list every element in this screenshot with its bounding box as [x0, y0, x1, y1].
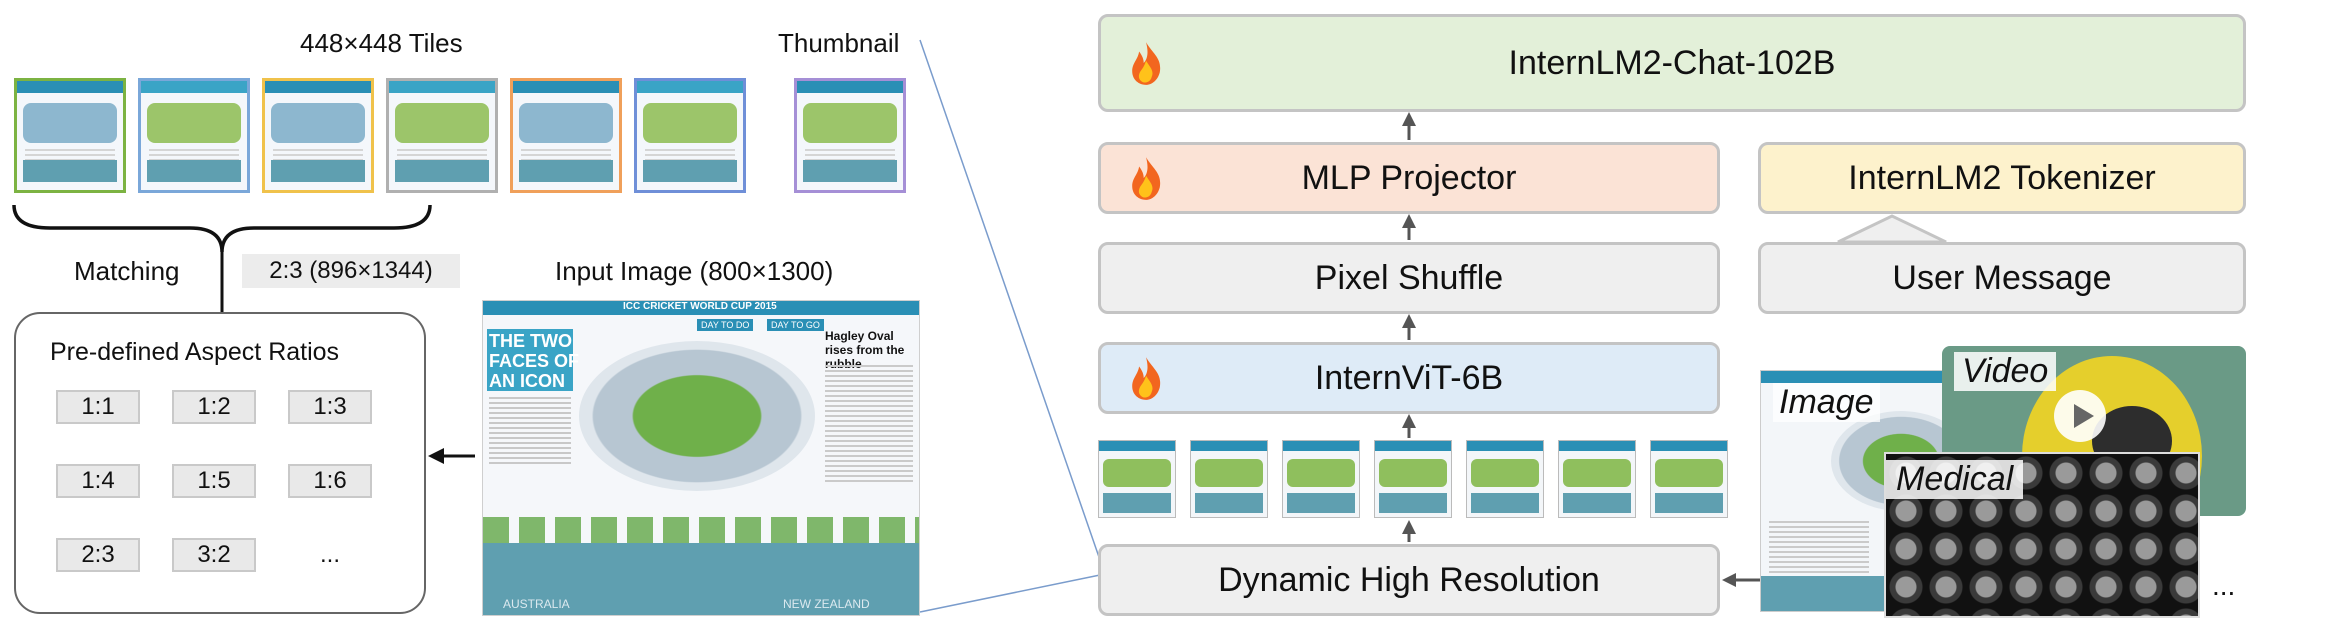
- user-message-label: User Message: [1892, 258, 2112, 297]
- aspect-ratio-option: 2:3: [56, 538, 140, 572]
- aspect-ratio-option: 3:2: [172, 538, 256, 572]
- input-image-label: Input Image (800×1300): [555, 256, 834, 286]
- image-tile: [634, 78, 746, 193]
- poster-day-tag-1: DAY TO DO: [697, 319, 754, 331]
- image-tile: [14, 78, 126, 193]
- aspect-ratio-option: 1:6: [288, 464, 372, 498]
- aspect-ratio-option: ...: [319, 541, 340, 568]
- dynamic-resolution-label: Dynamic High Resolution: [1218, 560, 1600, 599]
- dynamic-resolution-block: Dynamic High Resolution: [1098, 544, 1720, 616]
- llm-block: InternLM2-Chat-102B: [1098, 14, 2246, 112]
- poster-headline-2: FACES OF: [489, 351, 580, 371]
- medical-modality-label: Medical: [1886, 460, 2024, 499]
- image-tile: [138, 78, 250, 193]
- video-modality-label: Video: [1954, 352, 2057, 391]
- tiles-label: 448×448 Tiles: [300, 28, 463, 58]
- thumbnail-image: [794, 78, 906, 193]
- aspect-ratio-option: 1:4: [56, 464, 140, 498]
- mini-tile: [1374, 440, 1452, 518]
- poster-side-title: Hagley Oval rises from the rubble: [825, 329, 905, 371]
- medical-modality-card: Medical: [1884, 452, 2200, 618]
- tokenizer-label: InternLM2 Tokenizer: [1848, 158, 2156, 197]
- stadium-illustration: [579, 341, 815, 491]
- mini-tile: [1190, 440, 1268, 518]
- mini-tile: [1466, 440, 1544, 518]
- image-tile: [510, 78, 622, 193]
- aspect-ratio-option: 1:2: [172, 390, 256, 424]
- fire-icon: [1132, 42, 1161, 85]
- play-icon: [2054, 390, 2106, 442]
- more-modalities-ellipsis: ...: [2212, 570, 2236, 601]
- aspect-ratio-option: 1:5: [172, 464, 256, 498]
- pixel-shuffle-label: Pixel Shuffle: [1314, 258, 1504, 297]
- mini-tile: [1650, 440, 1728, 518]
- fire-icon: [1132, 357, 1161, 400]
- image-tile: [386, 78, 498, 193]
- internvit-block: InternViT-6B: [1098, 342, 1720, 414]
- matched-ratio-badge: 2:3 (896×1344): [242, 254, 460, 288]
- matching-label: Matching: [74, 256, 180, 286]
- input-image: ICC CRICKET WORLD CUP 2015 DAY TO DO DAY…: [482, 300, 920, 616]
- aspect-ratios-title: Pre-defined Aspect Ratios: [50, 338, 340, 366]
- aspect-ratio-option: 1:1: [56, 390, 140, 424]
- mlp-projector-label: MLP Projector: [1301, 158, 1517, 197]
- image-modality-label: Image: [1773, 383, 1880, 422]
- llm-label: InternLM2-Chat-102B: [1508, 43, 1836, 82]
- poster-headline-1: THE TWO: [489, 331, 572, 351]
- image-tile: [262, 78, 374, 193]
- poster-country-2: NEW ZEALAND: [783, 597, 870, 611]
- poster-headline-3: AN ICON: [489, 371, 565, 391]
- poster-banner: ICC CRICKET WORLD CUP 2015: [623, 301, 777, 312]
- pixel-shuffle-block: Pixel Shuffle: [1098, 242, 1720, 314]
- fire-icon: [1132, 157, 1161, 200]
- aspect-ratios-panel: Pre-defined Aspect Ratios 1:1 1:2 1:3 1:4 1:…: [14, 312, 426, 614]
- mini-tile: [1098, 440, 1176, 518]
- user-message-block: User Message: [1758, 242, 2246, 314]
- mini-tile: [1558, 440, 1636, 518]
- tokenizer-block: InternLM2 Tokenizer: [1758, 142, 2246, 214]
- mlp-projector-block: MLP Projector: [1098, 142, 1720, 214]
- poster-country-1: AUSTRALIA: [503, 597, 570, 611]
- thumbnail-label: Thumbnail: [778, 28, 900, 58]
- poster-day-tag-2: DAY TO GO: [767, 319, 824, 331]
- mini-tile: [1282, 440, 1360, 518]
- aspect-ratio-option: 1:3: [288, 390, 372, 424]
- internvit-label: InternViT-6B: [1314, 358, 1504, 397]
